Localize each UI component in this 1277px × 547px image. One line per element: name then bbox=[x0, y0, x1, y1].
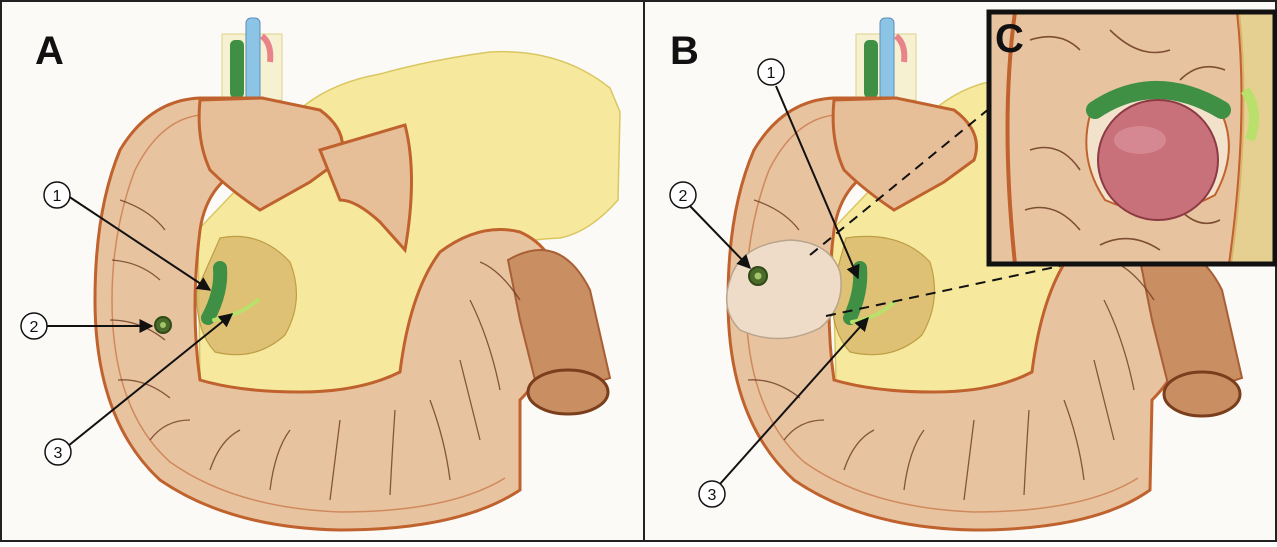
ampullary-mass-c bbox=[1098, 100, 1218, 220]
callout-number: 2 bbox=[30, 319, 39, 336]
panel-c-inset: C bbox=[989, 12, 1277, 264]
panel-c-label: C bbox=[995, 17, 1024, 61]
callout-number: 3 bbox=[708, 487, 717, 504]
panel-a-label: A bbox=[35, 29, 64, 73]
panel-b-label: B bbox=[670, 29, 699, 73]
callout-number: 3 bbox=[54, 445, 63, 462]
jejunum-opening-b bbox=[1164, 372, 1240, 416]
callout-number: 1 bbox=[53, 188, 62, 205]
jejunum-opening-a bbox=[528, 370, 608, 414]
callout-number: 2 bbox=[679, 188, 688, 205]
callout-number: 1 bbox=[767, 65, 776, 82]
